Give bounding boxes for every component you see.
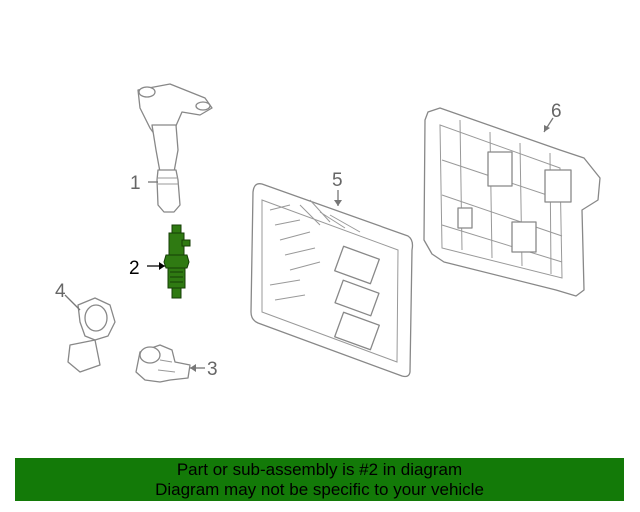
callout-1: 1 <box>130 173 141 194</box>
banner-line-1: Part or sub-assembly is #2 in diagram <box>176 460 463 479</box>
callout-4: 4 <box>55 281 66 302</box>
callout-3-arrow <box>190 364 196 372</box>
part-knock-sensor[interactable] <box>67 297 116 373</box>
callout-5-arrow <box>334 200 342 206</box>
part-engine-control-module[interactable] <box>250 183 414 378</box>
callout-6-arrow <box>544 125 550 132</box>
callout-2: 2 <box>129 258 140 279</box>
callout-3: 3 <box>207 359 218 380</box>
part-sensor[interactable] <box>135 344 191 383</box>
callout-6: 6 <box>551 101 562 122</box>
banner-line-2: Diagram may not be specific to your vehi… <box>155 480 484 499</box>
callout-5: 5 <box>332 170 343 191</box>
part-ignition-coil[interactable] <box>137 83 213 213</box>
part-spark-plug[interactable] <box>163 224 191 299</box>
part-module-bracket[interactable] <box>423 107 601 297</box>
callout-2-arrow <box>159 262 165 270</box>
callout-4-leader <box>64 294 81 311</box>
info-banner: Part or sub-assembly is #2 in diagram Di… <box>15 458 624 501</box>
